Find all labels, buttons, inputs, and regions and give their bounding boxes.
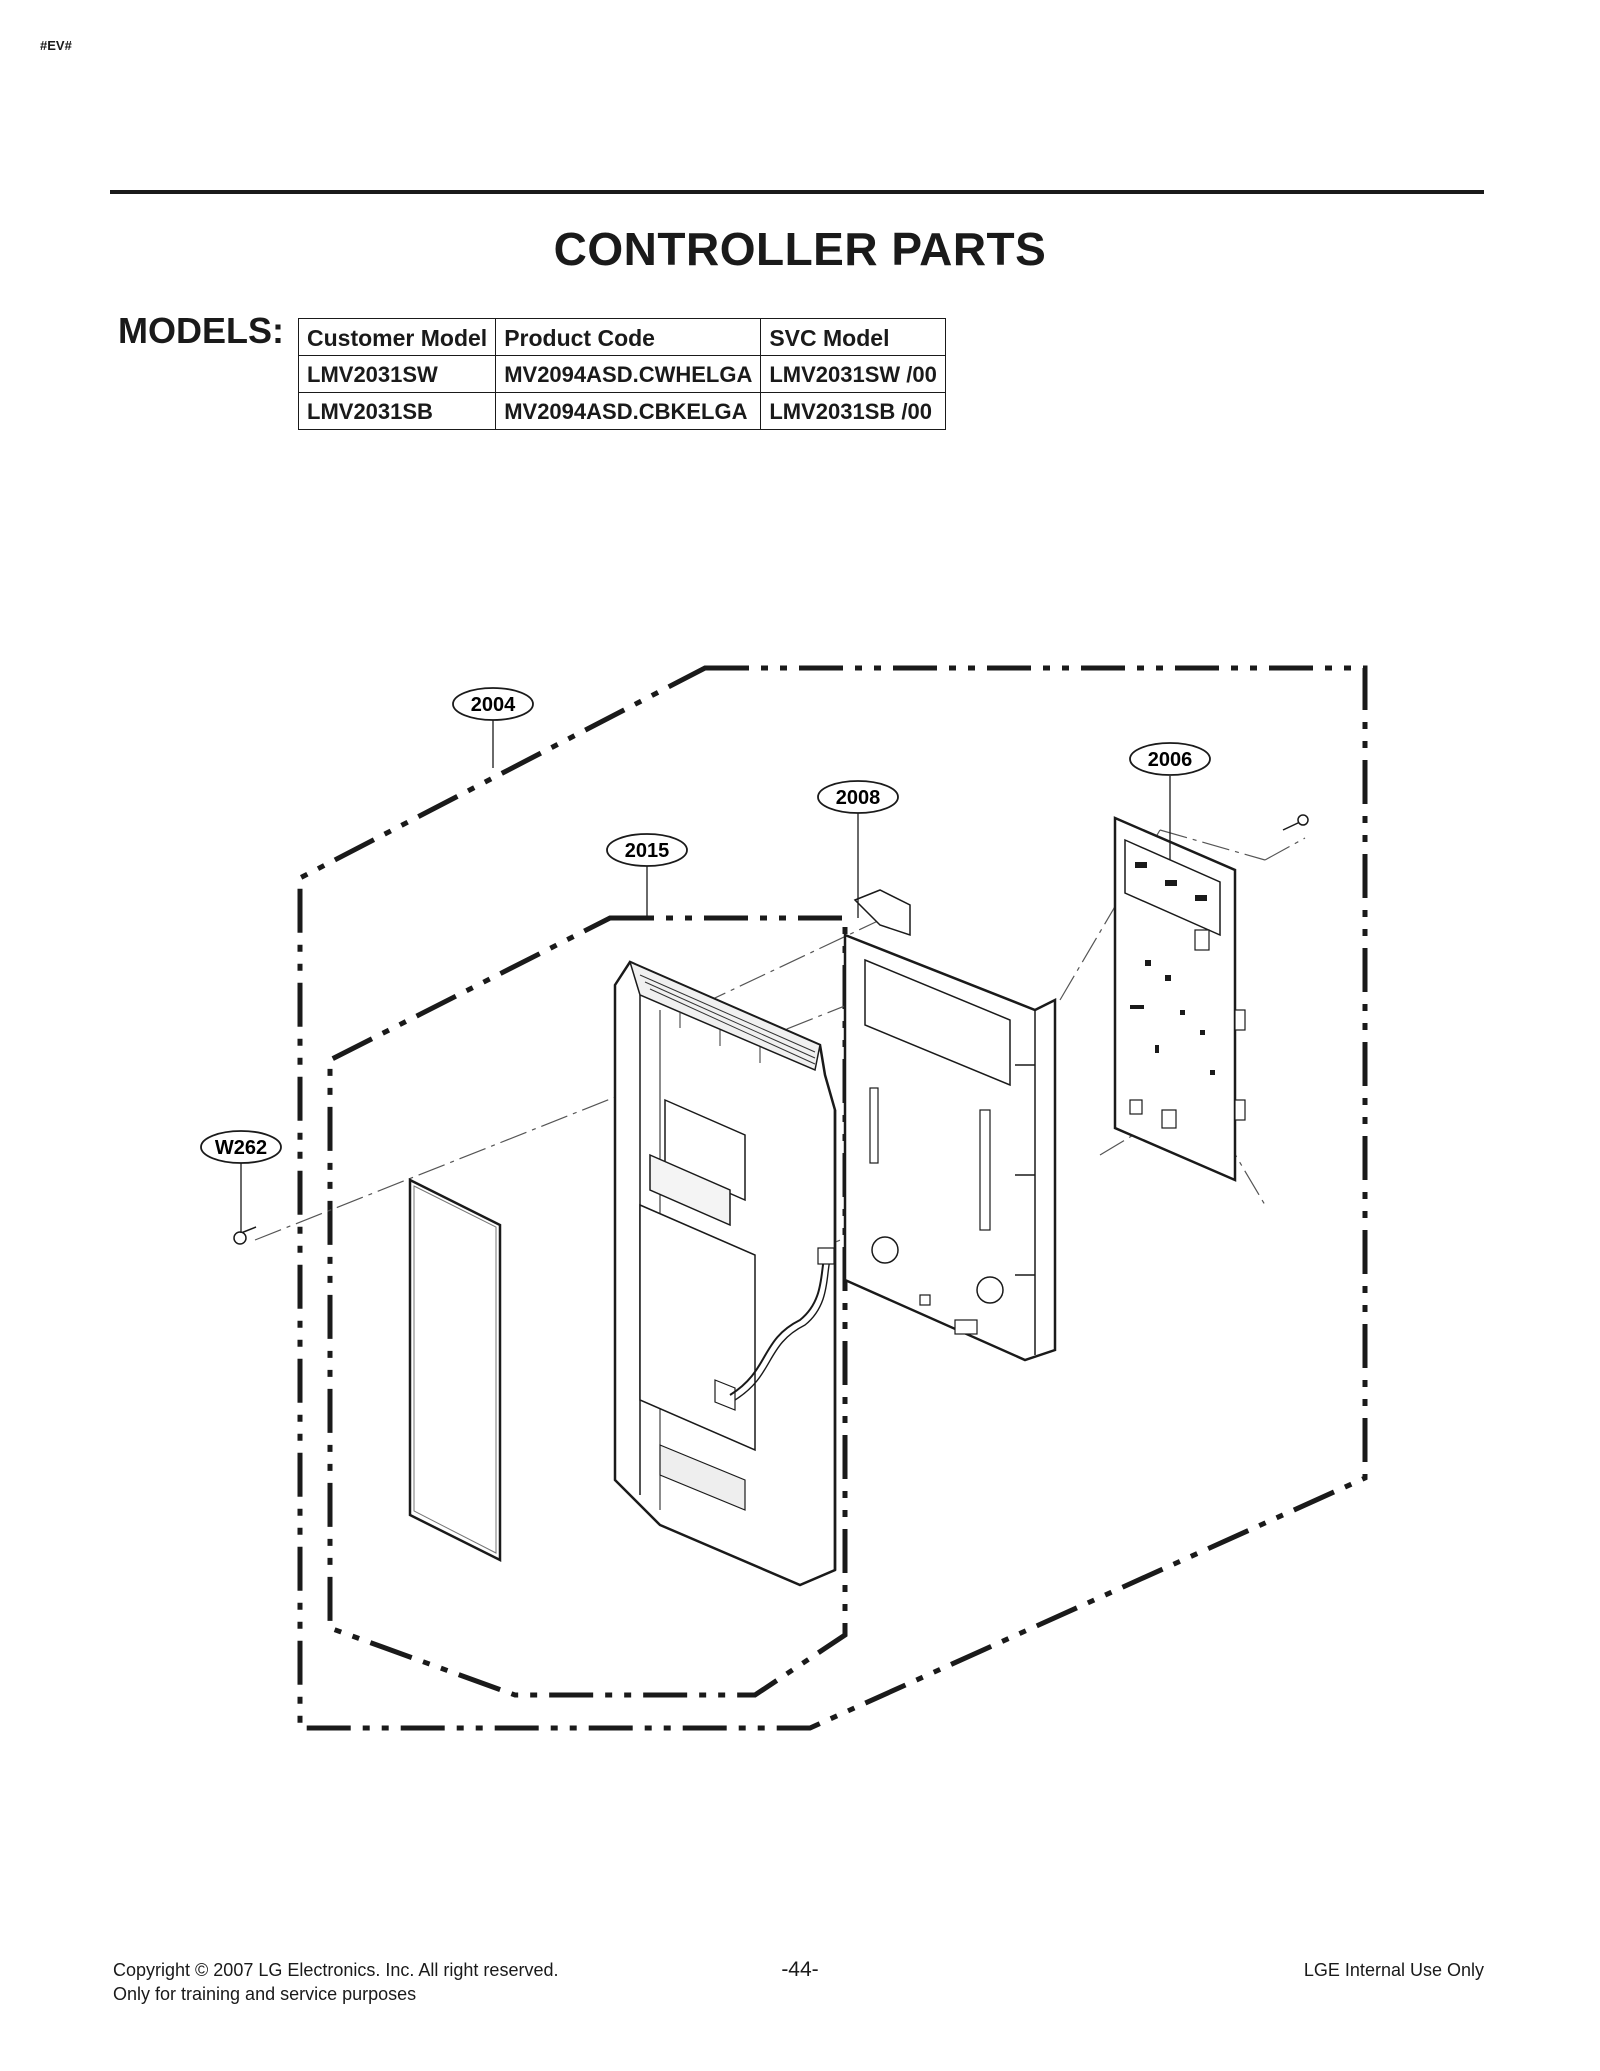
control-panel-housing xyxy=(613,960,837,1587)
column-header-svc-model: SVC Model xyxy=(760,318,946,356)
table-row: LMV2031SB MV2094ASD.CBKELGA LMV2031SB /0… xyxy=(297,392,946,430)
footer-copyright: Copyright © 2007 LG Electronics. Inc. Al… xyxy=(113,1960,559,1980)
screw-icon xyxy=(1282,814,1309,831)
display-window-panel xyxy=(408,1177,502,1563)
svg-text:2004: 2004 xyxy=(471,694,516,716)
cell-svc-model: LMV2031SB /00 xyxy=(760,392,946,430)
table-row: LMV2031SW MV2094ASD.CWHELGA LMV2031SW /0… xyxy=(297,355,946,393)
header-rule xyxy=(110,190,1484,194)
callout-leaders xyxy=(240,720,1171,1233)
pcb-assembly-2006 xyxy=(1113,816,1246,1182)
svg-text:2008: 2008 xyxy=(836,787,881,809)
screw-w262-icon xyxy=(233,1226,257,1245)
cell-svc-model: LMV2031SW /00 xyxy=(760,355,946,393)
models-table: Customer Model Product Code SVC Model LM… xyxy=(297,318,946,430)
svg-text:2006: 2006 xyxy=(1148,749,1193,771)
callout-w262: W262 xyxy=(200,1130,282,1164)
footer-internal-use: LGE Internal Use Only xyxy=(1303,1960,1484,1980)
models-header-row: Customer Model Product Code SVC Model xyxy=(297,318,946,356)
column-header-product-code: Product Code xyxy=(495,318,762,356)
cell-product-code: MV2094ASD.CBKELGA xyxy=(495,392,762,430)
callout-2008: 2008 xyxy=(817,780,899,814)
column-header-customer-model: Customer Model xyxy=(297,318,497,356)
cell-customer-model: LMV2031SW xyxy=(297,355,497,393)
assembly-boundary-2004 xyxy=(297,665,1368,1731)
footer-purpose: Only for training and service purposes xyxy=(113,1984,417,2004)
frame-bracket-2008 xyxy=(843,889,1057,1362)
cell-product-code: MV2094ASD.CWHELGA xyxy=(495,355,762,393)
svg-text:W262: W262 xyxy=(215,1137,267,1159)
cell-customer-model: LMV2031SB xyxy=(297,392,497,430)
page-title: CONTROLLER PARTS xyxy=(553,223,1047,275)
models-label: MODELS: xyxy=(118,310,284,351)
callout-2015: 2015 xyxy=(606,833,688,867)
callout-2006: 2006 xyxy=(1129,742,1211,776)
svg-text:2015: 2015 xyxy=(625,840,670,862)
document-tag: #EV# xyxy=(40,38,72,53)
callout-2004: 2004 xyxy=(452,687,534,721)
page-number: -44- xyxy=(781,1958,819,1981)
